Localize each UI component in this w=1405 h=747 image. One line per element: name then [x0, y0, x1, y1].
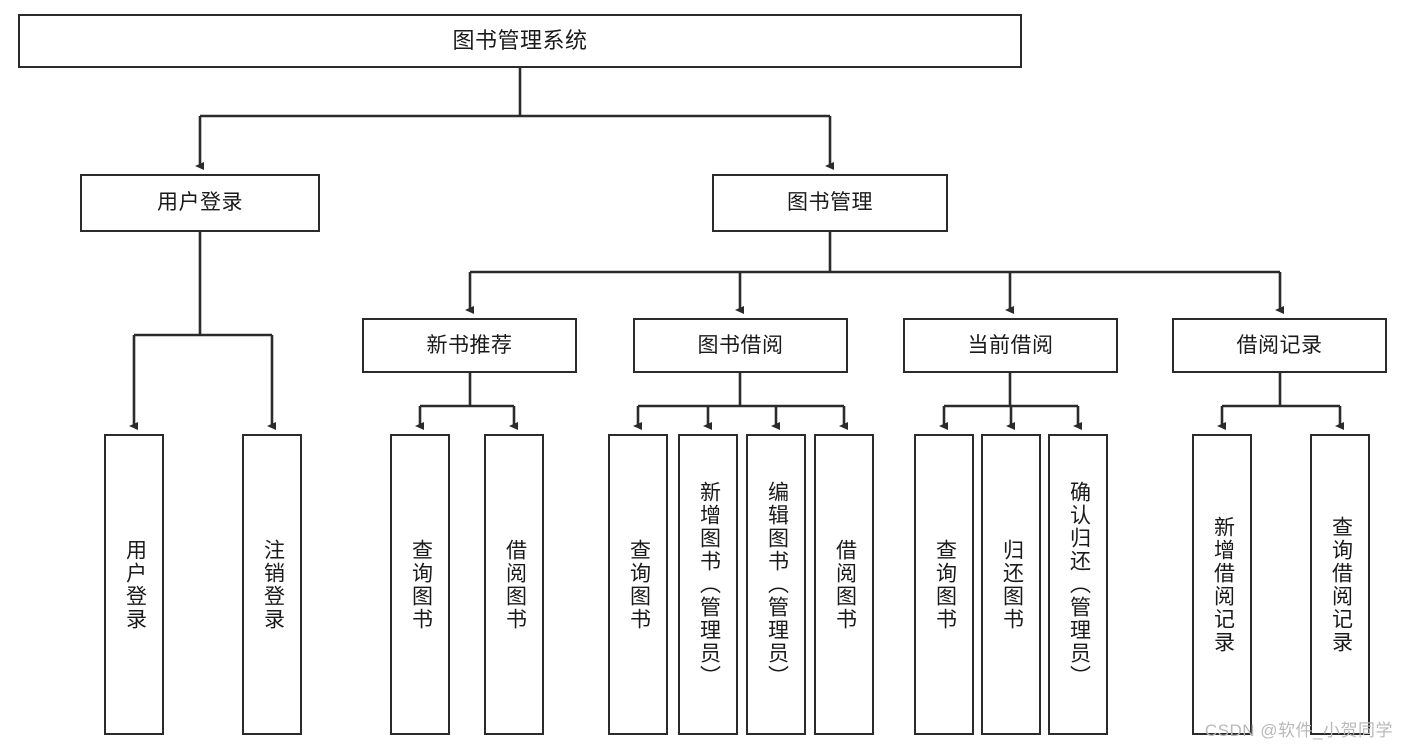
node-label: 图书管理系统 [452, 27, 588, 53]
node-label: 用户登录 [157, 191, 243, 215]
node-label: 查询图书 [933, 538, 957, 631]
node-label: 查询图书 [627, 538, 651, 631]
node-label: 新书推荐 [426, 333, 513, 357]
node-user-login[interactable]: 用户登录 [80, 174, 320, 232]
node-label: 归还图书 [1000, 538, 1024, 631]
node-label: 借阅图书 [503, 538, 527, 631]
node-label: 用户登录 [123, 538, 147, 631]
node-label: 借阅图书 [833, 538, 857, 631]
node-leaf-add-borrow-record[interactable]: 新增借阅记录 [1192, 434, 1252, 735]
node-label: 查询借阅记录 [1329, 515, 1353, 654]
node-leaf-query-borrow-record[interactable]: 查询借阅记录 [1310, 434, 1370, 735]
csdn-watermark: CSDN @软件_小贺同学 [1204, 721, 1393, 740]
node-label: 注销登录 [261, 538, 285, 631]
node-leaf-borrow-book[interactable]: 借阅图书 [814, 434, 874, 735]
node-label: 图书管理 [787, 191, 873, 215]
node-book-manage[interactable]: 图书管理 [712, 174, 948, 232]
node-leaf-logout[interactable]: 注销登录 [242, 434, 302, 735]
node-leaf-query-book-borrow[interactable]: 查询图书 [608, 434, 668, 735]
node-label: 编辑图书（管理员） [765, 481, 789, 688]
node-current-borrow[interactable]: 当前借阅 [903, 318, 1118, 373]
node-label: 图书借阅 [697, 333, 784, 357]
node-label: 当前借阅 [967, 333, 1054, 357]
node-leaf-add-book-admin[interactable]: 新增图书（管理员） [678, 434, 738, 735]
node-leaf-query-book-recommend[interactable]: 查询图书 [390, 434, 450, 735]
node-new-book-recommend[interactable]: 新书推荐 [362, 318, 577, 373]
node-leaf-query-book-current[interactable]: 查询图书 [914, 434, 974, 735]
node-leaf-user-login[interactable]: 用户登录 [104, 434, 164, 735]
node-leaf-confirm-return-admin[interactable]: 确认归还（管理员） [1048, 434, 1108, 735]
node-leaf-return-book[interactable]: 归还图书 [981, 434, 1041, 735]
node-leaf-edit-book-admin[interactable]: 编辑图书（管理员） [746, 434, 806, 735]
node-leaf-borrow-book-recommend[interactable]: 借阅图书 [484, 434, 544, 735]
node-label: 新增图书（管理员） [697, 481, 721, 688]
node-label: 新增借阅记录 [1211, 515, 1235, 654]
node-label: 确认归还（管理员） [1067, 481, 1091, 688]
node-label: 借阅记录 [1236, 333, 1323, 357]
node-label: 查询图书 [409, 538, 433, 631]
node-book-borrow[interactable]: 图书借阅 [633, 318, 848, 373]
node-borrow-record[interactable]: 借阅记录 [1172, 318, 1387, 373]
node-root-system[interactable]: 图书管理系统 [18, 14, 1022, 68]
